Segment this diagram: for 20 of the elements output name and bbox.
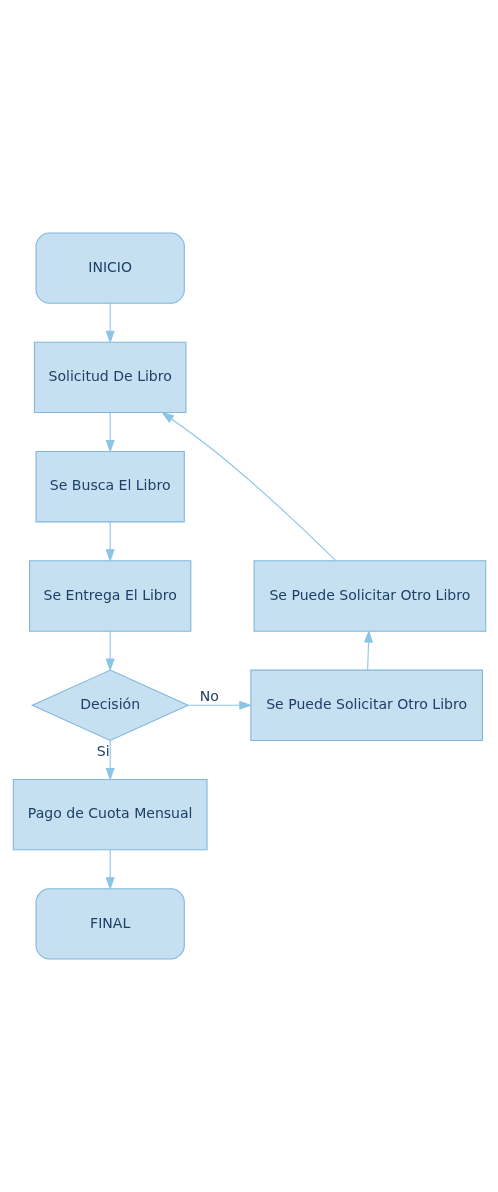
arrow (105, 740, 115, 781)
arrow (105, 849, 115, 891)
node-box: Se Puede Solicitar Otro Libro (253, 560, 486, 632)
node-box: Se Busca El Libro (35, 451, 185, 523)
node-box: Se Entrega El Libro (28, 560, 191, 632)
node-box: INICIO (35, 232, 185, 304)
node-box: Solicitud De Libro (33, 341, 186, 414)
edge-label: Si (96, 743, 110, 760)
arrow (105, 630, 115, 672)
arrow (363, 629, 373, 671)
edge-label: No (199, 688, 219, 705)
arrow (105, 412, 115, 454)
arrow (105, 521, 115, 563)
node-diamond: Decisión (30, 669, 189, 742)
node-box: Pago de Cuota Mensual (12, 778, 208, 851)
arrow (187, 700, 252, 710)
arrow (105, 302, 115, 344)
node-box: FINAL (35, 888, 185, 960)
arrow (160, 411, 336, 562)
node-box: Se Puede Solicitar Otro Libro (249, 669, 483, 741)
